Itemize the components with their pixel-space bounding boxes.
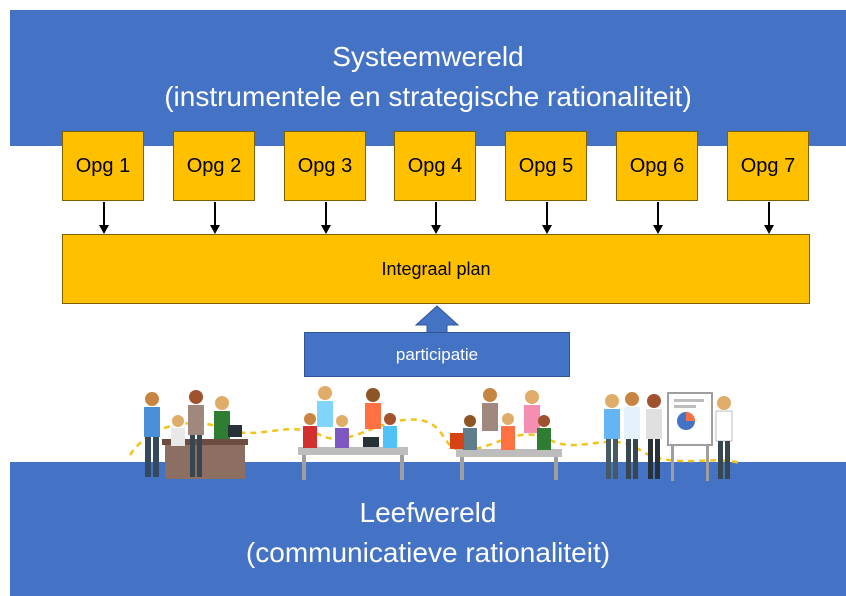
arrow-head-7 (764, 225, 774, 234)
up-arrow-icon (414, 305, 460, 335)
opgave-box-5: Opg 5 (505, 131, 587, 201)
arrow-down-7 (768, 202, 770, 226)
systeemwereld-band: Systeemwereld (instrumentele en strategi… (10, 10, 846, 146)
arrow-head-6 (653, 225, 663, 234)
arrow-head-1 (99, 225, 109, 234)
opgave-box-2: Opg 2 (173, 131, 255, 201)
arrow-down-1 (103, 202, 105, 226)
opgave-box-1: Opg 1 (62, 131, 144, 201)
systeemwereld-subtitle: (instrumentele en strategische rationali… (164, 81, 692, 112)
leefwereld-band: Leefwereld (communicatieve rationaliteit… (10, 462, 846, 596)
leefwereld-subtitle: (communicatieve rationaliteit) (245, 537, 611, 568)
opgave-box-7: Opg 7 (727, 131, 809, 201)
arrow-head-2 (210, 225, 220, 234)
arrow-down-3 (325, 202, 327, 226)
integraal-plan-label: Integraal plan (381, 258, 491, 279)
leefwereld-title: Leefwereld (359, 497, 497, 528)
arrow-down-4 (435, 202, 437, 226)
opgave-box-4: Opg 4 (394, 131, 476, 201)
group-office (144, 390, 248, 479)
opgave-box-3: Opg 3 (284, 131, 366, 201)
people-illustration (128, 386, 741, 481)
arrow-down-2 (214, 202, 216, 226)
arrow-head-4 (431, 225, 441, 234)
group-team (450, 388, 562, 480)
integraal-plan-box: Integraal plan (62, 234, 810, 304)
participatie-label: participatie (395, 344, 479, 364)
arrow-down-6 (657, 202, 659, 226)
participatie-box: participatie (304, 332, 570, 377)
arrow-head-5 (542, 225, 552, 234)
arrow-down-5 (546, 202, 548, 226)
systeemwereld-title: Systeemwereld (332, 41, 524, 72)
arrow-head-3 (321, 225, 331, 234)
opgave-box-6: Opg 6 (616, 131, 698, 201)
group-presentation (604, 392, 733, 481)
group-meeting (298, 386, 408, 480)
